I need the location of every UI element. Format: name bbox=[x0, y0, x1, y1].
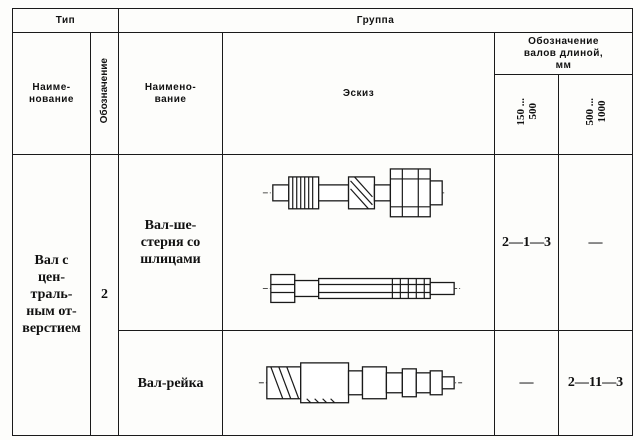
row-rack-shaft: Вал-рейка bbox=[13, 330, 634, 436]
sketch-splined-pinion-shaft bbox=[222, 153, 496, 332]
header-length-500-1000-cell: 500 ... 1000 bbox=[558, 74, 634, 155]
type-name: Вал с цен- траль- ным от- верстием bbox=[12, 154, 91, 436]
type-code: 2 bbox=[89, 154, 120, 436]
header-length-150-500: 150 ... 500 bbox=[514, 98, 539, 126]
header-type: Тип bbox=[11, 8, 120, 33]
code-500-1000-row-1: — bbox=[558, 153, 634, 332]
header-designation-length: Обозначение валов длиной, мм bbox=[494, 32, 634, 75]
rack-shaft-figure bbox=[258, 362, 463, 404]
header-sketch: Эскиз bbox=[222, 32, 496, 155]
header-row-1: Тип Группа bbox=[11, 8, 634, 33]
code-500-1000-row-2: 2—11—3 bbox=[558, 330, 634, 436]
header-type-name: Наиме- нование bbox=[12, 32, 91, 155]
row-splined-pinion-shaft: Вал с цен- траль- ным от- верстием 2 Вал… bbox=[12, 153, 634, 436]
group-name-splined-pinion: Вал-ше- стерня со шлицами bbox=[118, 153, 224, 332]
header-length-500-1000: 500 ... 1000 bbox=[583, 98, 608, 126]
code-150-500-row-2: — bbox=[494, 330, 560, 436]
sketch-rack-shaft bbox=[222, 330, 496, 436]
header-type-designation: Обозначение bbox=[99, 58, 110, 124]
rack-shaft-drawing bbox=[258, 362, 463, 404]
header-length-150-500-cell: 150 ... 500 bbox=[494, 74, 560, 155]
header-row-2: Наиме- нование Обозначение Наимено- вани… bbox=[12, 32, 634, 155]
upper-shaft-figure bbox=[262, 168, 445, 218]
header-group-name: Наимено- вание bbox=[118, 32, 224, 155]
header-type-designation-cell: Обозначение bbox=[89, 32, 120, 155]
header-group: Группа bbox=[118, 8, 634, 33]
splined-pinion-shaft-drawing bbox=[262, 168, 463, 304]
shaft-classification-table: Тип Группа Наиме- нование Обозначение На… bbox=[11, 8, 634, 436]
lower-shaft-figure bbox=[262, 273, 463, 304]
group-name-rack-shaft: Вал-рейка bbox=[118, 330, 224, 436]
code-150-500-row-1: 2—1—3 bbox=[494, 153, 560, 332]
